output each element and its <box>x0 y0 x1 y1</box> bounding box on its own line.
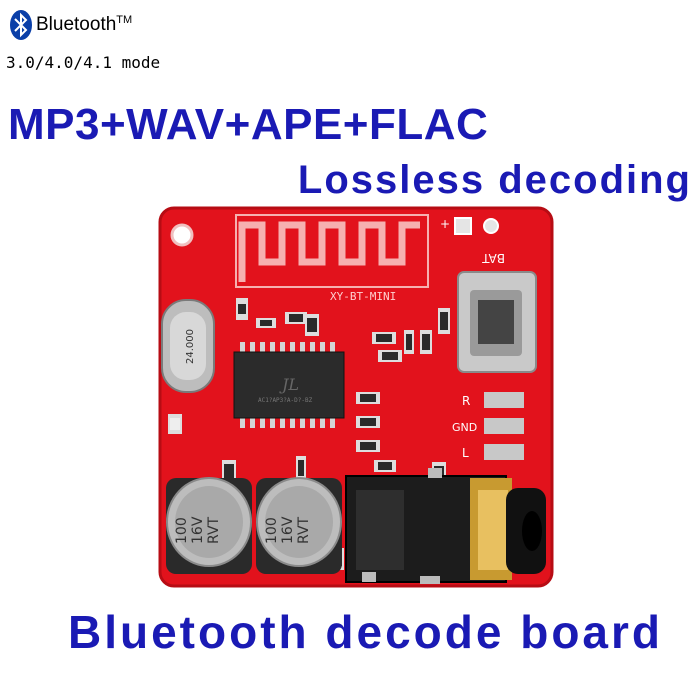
crystal-label: 24.000 <box>185 329 196 364</box>
chip-logo: JL <box>279 375 299 394</box>
brand-title: BluetoothTM <box>36 14 133 35</box>
decoder-chip: JL AC1?AP3?A-D?-BZ <box>233 342 345 428</box>
brand-mode: 3.0/4.0/4.1 mode <box>6 53 161 72</box>
cap-right-capacitance: 100 <box>264 517 280 544</box>
pin-label-r: R <box>462 394 470 408</box>
cap-right-voltage: 16V <box>280 516 296 544</box>
bluetooth-icon <box>10 10 32 40</box>
micro-usb-port <box>457 271 537 373</box>
mounting-hole <box>170 223 194 247</box>
cap-left-capacitance: 100 <box>174 517 190 544</box>
cap-left-voltage: 16V <box>190 516 206 544</box>
audio-jack <box>345 468 546 584</box>
headline: MP3+WAV+APE+FLAC <box>8 100 489 149</box>
footer-caption: Bluetooth decode board <box>68 606 663 658</box>
cap-right-brand: RVT <box>296 516 312 544</box>
subheadline: Lossless decoding <box>297 158 692 202</box>
cap-left-brand: RVT <box>206 516 222 544</box>
model-label: XY-BT-MINI <box>330 290 396 303</box>
pin-label-l: L <box>462 446 469 460</box>
plus-label: + <box>440 217 450 231</box>
capacitor-right: 100 16V RVT <box>256 477 342 574</box>
crystal-oscillator: 24.000 <box>161 299 215 393</box>
antenna-trace <box>238 221 420 282</box>
pin-label-gnd: GND <box>452 421 477 434</box>
chip-marking: AC1?AP3?A-D?-BZ <box>258 397 313 404</box>
capacitor-left: 100 16V RVT <box>166 477 252 574</box>
audio-pins: R GND L <box>452 392 524 460</box>
bat-label: BAT <box>481 251 505 265</box>
